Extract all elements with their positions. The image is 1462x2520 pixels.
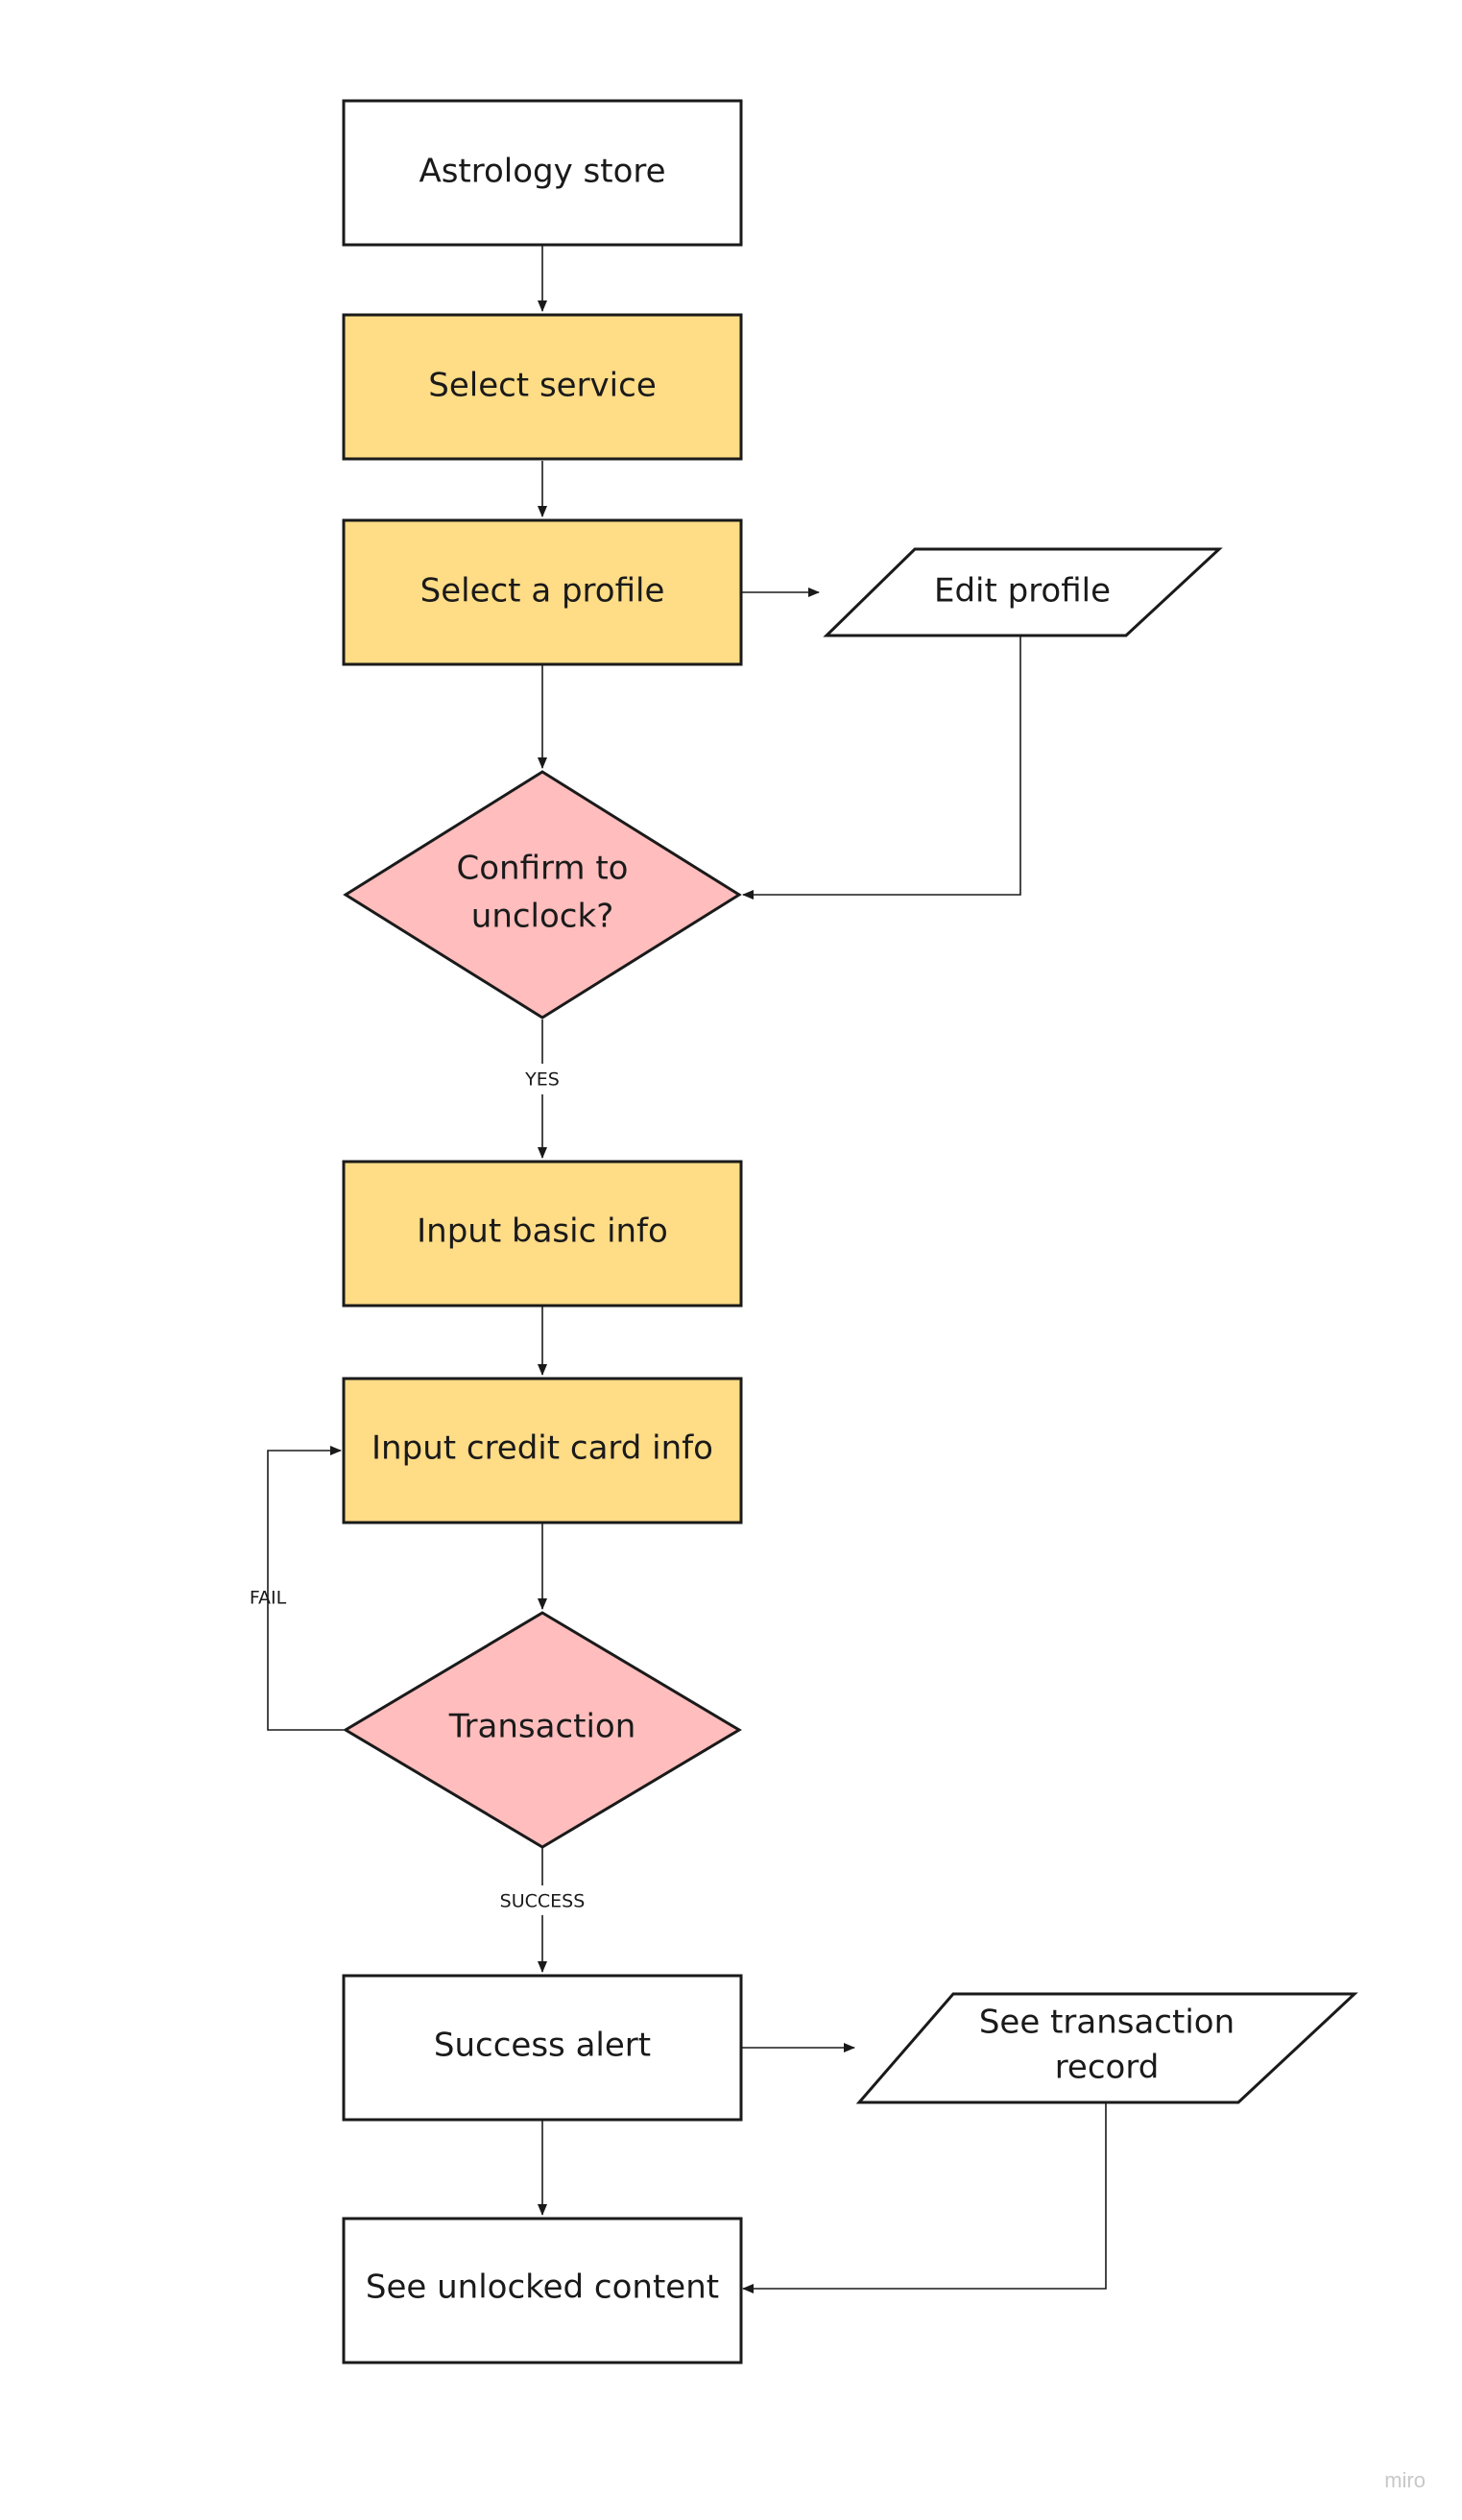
- edges: [267, 246, 1107, 2293]
- node-label: Success alert: [434, 2027, 651, 2065]
- node-label: See unlocked content: [366, 2268, 719, 2307]
- node-see-unlocked-content[interactable]: See unlocked content: [342, 2217, 743, 2364]
- node-astrology-store[interactable]: Astrology store: [342, 99, 743, 247]
- edge-transaction-fail-to-card: [267, 1446, 344, 1731]
- node-label-line2: record: [1055, 2049, 1160, 2087]
- edge-label-yes: YES: [524, 1069, 560, 1091]
- edge-edit-to-confirm: [742, 636, 1021, 900]
- node-edit-profile[interactable]: Edit profile: [823, 547, 1223, 637]
- node-label: Transaction: [448, 1708, 636, 1746]
- node-confirm-unlock[interactable]: Confirm to unclock?: [343, 770, 742, 1020]
- node-success-alert[interactable]: Success alert: [342, 1974, 743, 2122]
- yes-label-bg: [509, 1066, 576, 1092]
- node-label-line1: See transaction: [979, 2004, 1234, 2042]
- node-label: Edit profile: [934, 572, 1111, 611]
- node-transaction[interactable]: Transaction: [343, 1611, 742, 1849]
- node-label-line1: Confirm to: [457, 850, 629, 888]
- node-select-profile[interactable]: Select a profile: [342, 518, 743, 666]
- node-see-transaction-record[interactable]: See transaction record: [855, 1992, 1358, 2104]
- node-label: Select service: [428, 367, 657, 405]
- edge-label-success: SUCCESS: [500, 1891, 586, 1912]
- node-label: Select a profile: [420, 572, 665, 611]
- node-label: Input credit card info: [371, 1429, 713, 1468]
- node-input-basic-info[interactable]: Input basic info: [342, 1160, 743, 1308]
- node-label: Input basic info: [417, 1212, 668, 1251]
- edge-record-to-unlocked: [742, 2102, 1107, 2293]
- edge-label-fail: FAIL: [250, 1588, 287, 1609]
- node-label-line2: unclock?: [471, 898, 613, 936]
- node-label: Astrology store: [419, 153, 665, 191]
- node-select-service[interactable]: Select service: [342, 313, 743, 461]
- node-input-card-info[interactable]: Input credit card info: [342, 1377, 743, 1524]
- success-label-bg: [485, 1887, 600, 1914]
- edge-labels: YES FAIL SUCCESS: [250, 1066, 600, 1914]
- miro-watermark: miro: [1384, 2468, 1426, 2492]
